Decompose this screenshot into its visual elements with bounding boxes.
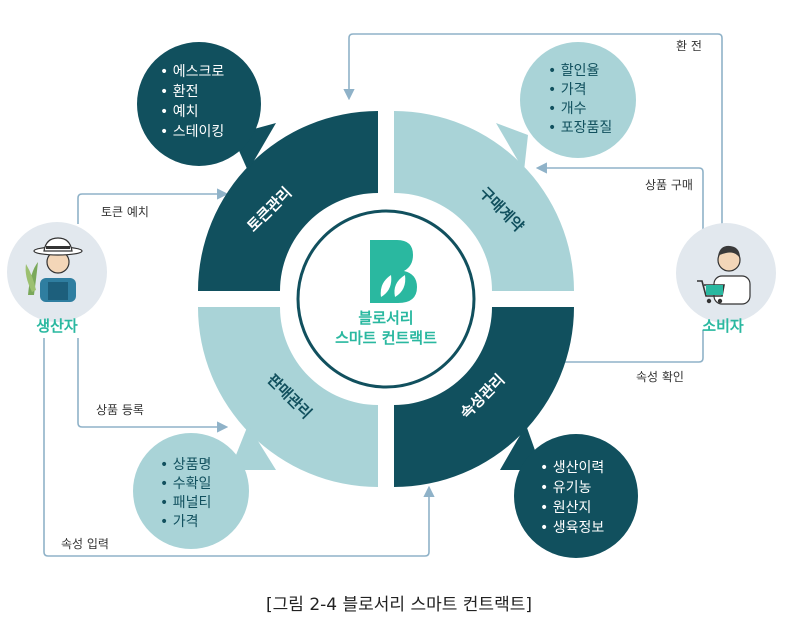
bullet-icon: •	[160, 84, 173, 100]
bullet-icon: •	[160, 64, 173, 80]
svg-text:• 환전: • 환전	[160, 84, 198, 100]
svg-text:• 생육정보: • 생육정보	[540, 520, 604, 536]
bullet-icon: •	[160, 514, 173, 530]
bullet-icon: •	[540, 460, 553, 476]
attribute-bubble-item: 유기농	[553, 480, 592, 496]
product-register-label: 상품 등록	[96, 403, 144, 417]
bullet-icon: •	[160, 457, 173, 473]
sales-bubble-item: 상품명	[173, 457, 212, 473]
bullet-icon: •	[160, 124, 173, 140]
bullet-icon: •	[540, 520, 553, 536]
svg-text:• 유기농: • 유기농	[540, 480, 591, 496]
sales-bubble-item: 수확일	[173, 476, 212, 492]
svg-text:• 가격: • 가격	[160, 514, 198, 530]
bullet-icon: •	[160, 104, 173, 120]
bullet-icon: •	[540, 480, 553, 496]
sales-bubble: • 상품명 • 수확일 • 패널티 • 가격	[133, 433, 249, 549]
svg-text:• 할인율: • 할인율	[548, 63, 599, 79]
purchase-bubble-item: 포장품질	[561, 120, 613, 136]
token-bubble-item: 예치	[173, 104, 199, 120]
svg-text:• 스테이킹: • 스테이킹	[160, 124, 224, 140]
svg-text:• 생산이력: • 생산이력	[540, 460, 604, 476]
product-purchase-label: 상품 구매	[645, 178, 693, 192]
exchange-label: 환 전	[676, 39, 702, 53]
center-title-line2: 스마트 컨트랙트	[335, 329, 437, 347]
attribute-check-label: 속성 확인	[636, 370, 684, 384]
token-deposit-label: 토큰 예치	[101, 205, 149, 219]
token-bubble-item: 에스크로	[173, 64, 225, 80]
svg-text:• 상품명: • 상품명	[160, 457, 211, 473]
consumer-actor: 소비자	[676, 223, 776, 335]
attribute-input-label: 속성 입력	[61, 537, 109, 551]
svg-text:• 가격: • 가격	[548, 82, 586, 98]
bullet-icon: •	[548, 120, 561, 136]
center-hub: 블로서리 스마트 컨트랙트	[298, 211, 474, 387]
svg-text:• 에스크로: • 에스크로	[160, 64, 224, 80]
sales-bubble-item: 패널티	[173, 495, 212, 511]
attribute-bubble-item: 생산이력	[553, 460, 605, 476]
sales-bubble-item: 가격	[173, 514, 199, 530]
token-bubble-item: 스테이킹	[173, 124, 225, 140]
svg-text:• 수확일: • 수확일	[160, 476, 211, 492]
svg-text:• 개수: • 개수	[548, 101, 587, 117]
attribute-bubble: • 생산이력 • 유기농 • 원산지 • 생육정보	[514, 434, 638, 558]
bullet-icon: •	[548, 101, 561, 117]
attribute-bubble-item: 생육정보	[553, 520, 605, 536]
producer-actor: 생산자	[7, 222, 107, 335]
svg-text:• 예치: • 예치	[160, 104, 198, 120]
bullet-icon: •	[160, 476, 173, 492]
purchase-bubble-item: 개수	[561, 101, 587, 117]
token-bubble: • 에스크로 • 환전 • 예치 • 스테이킹	[137, 42, 261, 166]
figure-caption: [그림 2-4 블로서리 스마트 컨트랙트]	[0, 590, 798, 615]
consumer-label: 소비자	[702, 317, 744, 335]
bullet-icon: •	[540, 500, 553, 516]
purchase-bubble: • 할인율 • 가격 • 개수 • 포장품질	[520, 42, 636, 158]
producer-label: 생산자	[36, 317, 78, 335]
token-bubble-item: 환전	[173, 84, 199, 100]
purchase-bubble-item: 가격	[561, 82, 587, 98]
bullet-icon: •	[160, 495, 173, 511]
svg-text:• 패널티: • 패널티	[160, 495, 211, 511]
bullet-icon: •	[548, 63, 561, 79]
bullet-icon: •	[548, 82, 561, 98]
svg-text:• 원산지: • 원산지	[540, 500, 591, 516]
purchase-bubble-item: 할인율	[561, 63, 600, 79]
attribute-bubble-item: 원산지	[553, 500, 592, 516]
svg-text:• 포장품질: • 포장품질	[548, 120, 612, 136]
center-title-line1: 블로서리	[358, 309, 413, 327]
